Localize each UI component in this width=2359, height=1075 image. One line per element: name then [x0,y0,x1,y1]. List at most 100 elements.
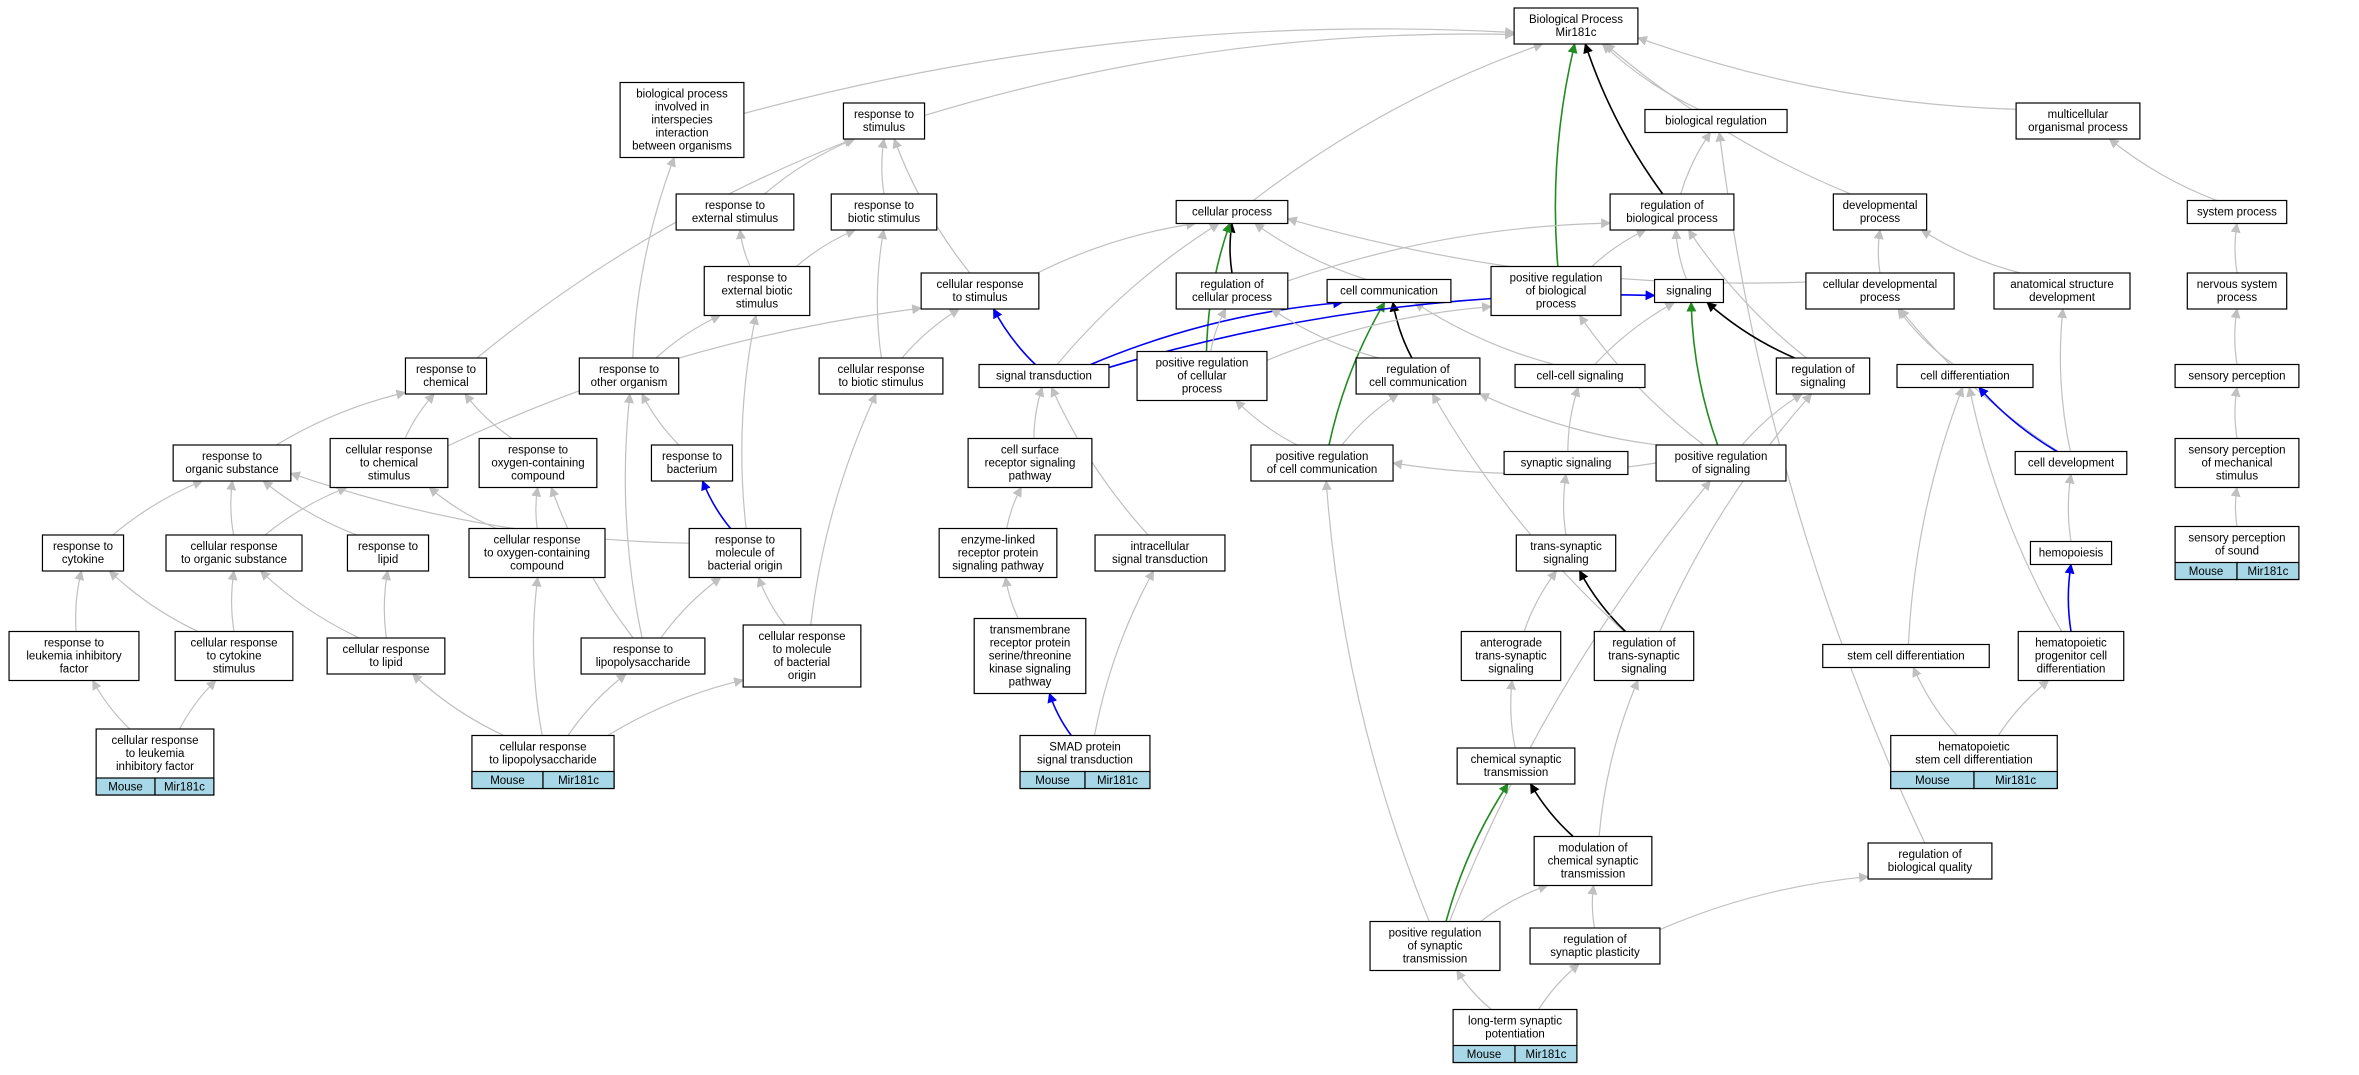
node-box [973,617,1087,695]
node-hemo[interactable]: hemopoiesis [2029,540,2113,566]
node-st[interactable]: signal transduction [978,363,1110,389]
edge-cdev-to-asd [2057,308,2071,452]
node-ss[interactable]: synaptic signaling [1503,450,1629,476]
edge-rtbs-to-rts [877,138,888,195]
edge-rtoo-to-bpii [632,156,676,359]
node-label-line: of signaling [1692,464,1750,476]
node-label-line: response to [416,364,476,376]
node-box [2186,199,2288,225]
node-box [165,534,303,572]
node-scd[interactable]: stem cell differentiation [1822,643,1990,669]
edge-ccs-to-sig [1594,301,1676,365]
node-ccs[interactable]: cell-cell signaling [1514,363,1646,389]
node-box [326,637,446,675]
node-label-line: signaling [1488,664,1533,676]
node-sp[interactable]: system process [2186,199,2288,225]
node-label-line: stem cell differentiation [1847,651,1964,663]
node-label-line: regulation of [1563,934,1627,946]
node-label-line: of cell communication [1267,464,1378,476]
node-box [1326,278,1452,304]
node-label-line: positive regulation [1389,928,1482,940]
edge-prcp-to-prbp [1266,302,1493,361]
node-label-line: cell differentiation [1920,371,2009,383]
edge-ist-to-st [1050,386,1149,536]
node-spc[interactable]: sensory perception [2174,363,2300,389]
edge-prcc-to-prcp [1235,399,1298,446]
node-label-line: signal transduction [1037,755,1133,767]
node-cd[interactable]: cell differentiation [1896,363,2034,389]
node-box [1653,278,1725,304]
edge-spos-to-spms [2230,486,2241,527]
node-cc[interactable]: cell communication [1326,278,1452,304]
node-cp[interactable]: cellular process [1175,199,1289,225]
node-label-line: organic substance [185,464,278,476]
node-box [1896,363,2034,389]
badge-gene: Mir181c [164,782,205,794]
edge-crtlps-to-rtlps [567,673,627,736]
badge-gene-cell [1084,770,1151,790]
edge-cp-to-bp [1252,42,1544,201]
edge-crtooc-to-crtcs [428,486,497,530]
node-cdev[interactable]: cell development [2014,450,2128,476]
node-breg[interactable]: biological regulation [1644,108,1788,134]
node-sig[interactable]: signaling [1653,278,1725,304]
